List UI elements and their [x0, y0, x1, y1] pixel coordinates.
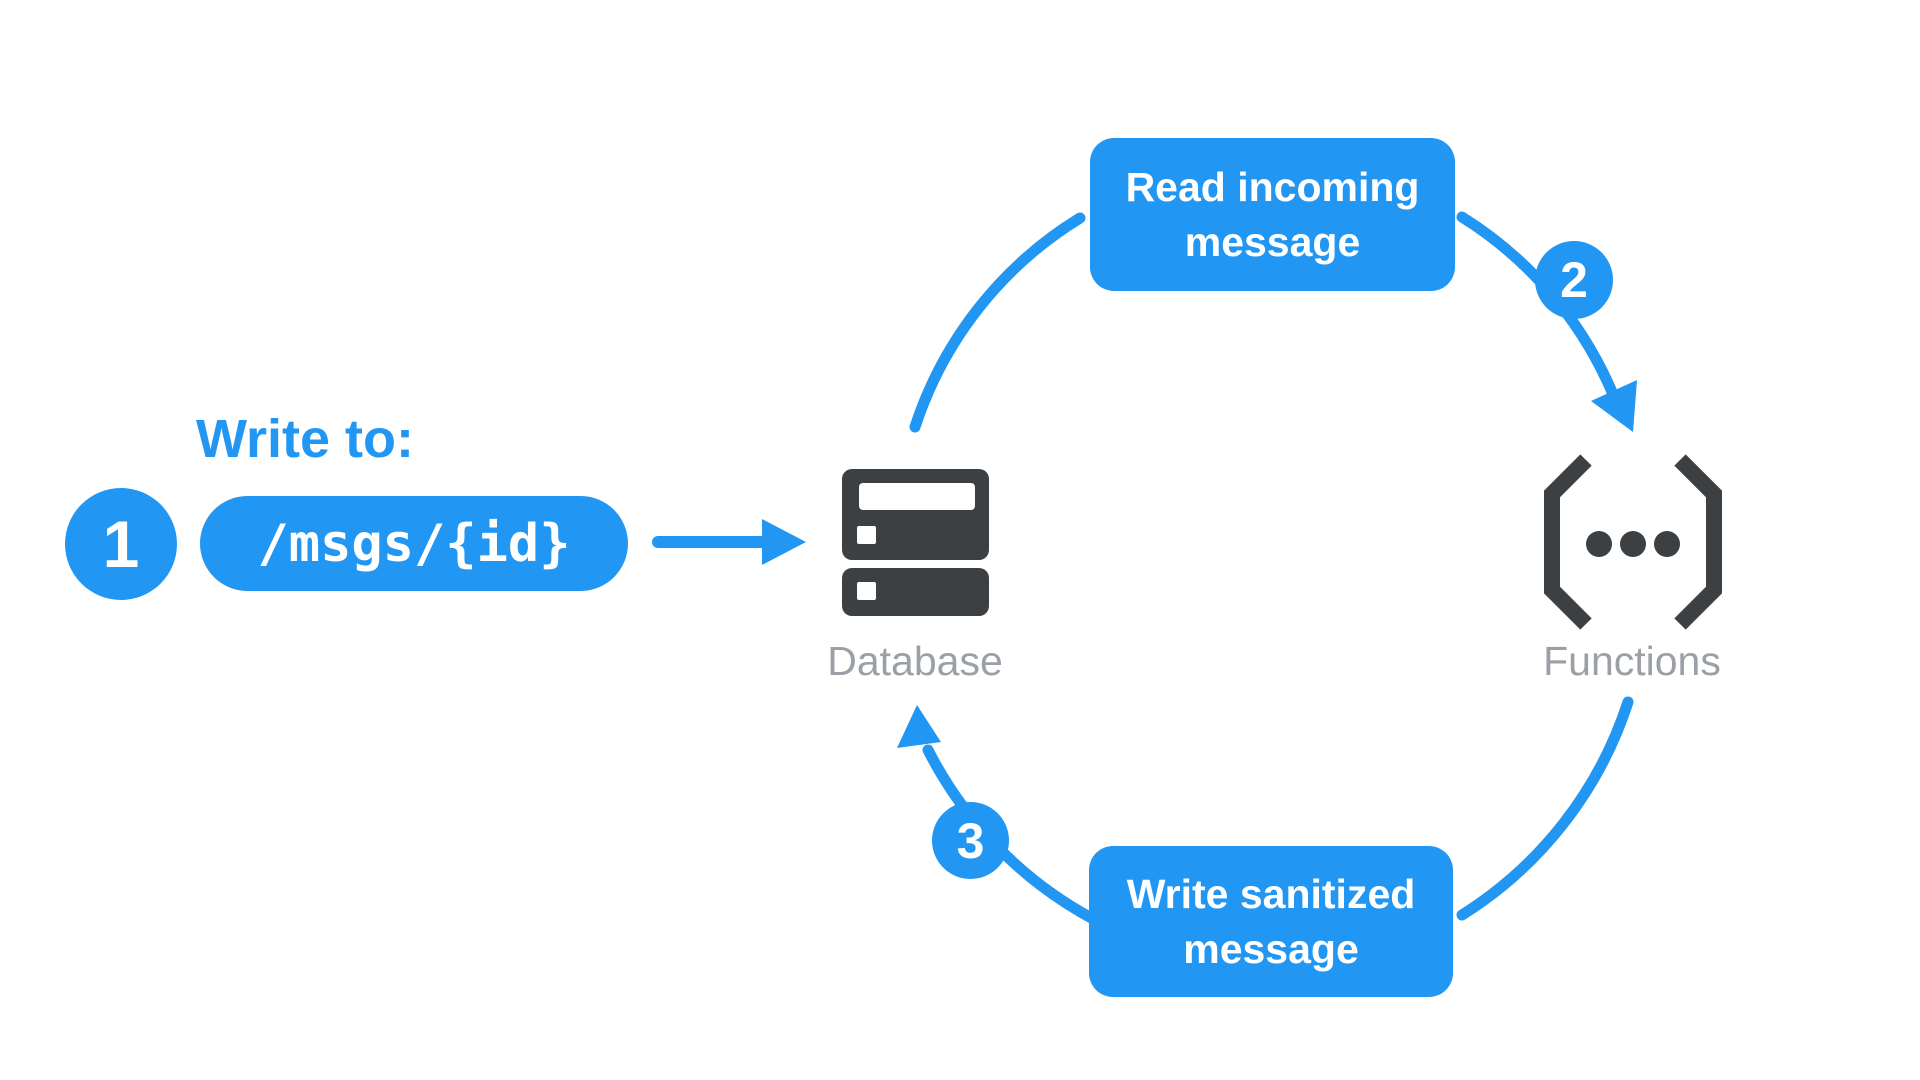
arc-database-to-read-box: [909, 212, 1086, 433]
functions-brackets-icon: [1544, 454, 1722, 630]
database-label: Database: [827, 638, 1003, 684]
step-badge-1: 1: [65, 488, 177, 600]
flow-box-read-line2: message: [1184, 218, 1361, 265]
flow-box-write-line1: Write sanitized: [1126, 871, 1416, 918]
arrow-right-icon: [652, 519, 806, 565]
write-to-label: Write to:: [196, 409, 414, 469]
step-badge-1-number: 1: [102, 507, 140, 581]
flow-box-write: Write sanitized message: [1089, 846, 1453, 997]
arc-functions-to-write-box: [1456, 696, 1634, 921]
step-badge-2: 2: [1535, 241, 1613, 319]
arrow-down-icon: [1591, 380, 1637, 432]
path-pill: /msgs/{id}: [200, 496, 628, 591]
path-pill-text: /msgs/{id}: [257, 513, 571, 574]
flow-box-write-line2: message: [1183, 925, 1359, 972]
flow-box-read: Read incoming message: [1090, 138, 1455, 291]
step-badge-3: 3: [932, 802, 1009, 879]
step-badge-3-number: 3: [956, 812, 985, 869]
functions-label: Functions: [1543, 638, 1721, 684]
step-badge-2-number: 2: [1560, 252, 1588, 308]
database-server-icon: [842, 469, 989, 616]
arrow-up-icon: [897, 705, 941, 748]
flow-box-read-line1: Read incoming: [1125, 164, 1420, 211]
